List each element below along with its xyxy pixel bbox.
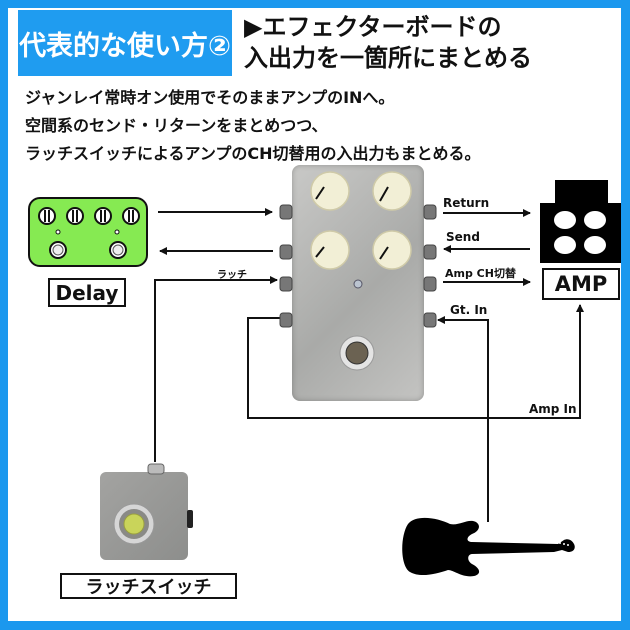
pedal-hardware-icon bbox=[279, 171, 437, 371]
electric-guitar-icon bbox=[402, 517, 575, 577]
amp-in-label: Amp In bbox=[529, 402, 577, 416]
speaker-icon bbox=[554, 211, 606, 254]
description-line: ジャンレイ常時オン使用でそのままアンプのINへ。 bbox=[25, 88, 395, 107]
subtitle-line-1: ▶エフェクターボードの bbox=[244, 13, 502, 41]
description-line: ラッチスイッチによるアンプのCH切替用の入出力もまとめる。 bbox=[25, 144, 481, 163]
return-label: Return bbox=[443, 196, 490, 210]
gt-in-label: Gt. In bbox=[450, 303, 488, 317]
amp-cabinet bbox=[540, 203, 621, 263]
description-line: 空間系のセンド・リターンをまとめつつ、 bbox=[25, 116, 328, 135]
arrow-amp-in bbox=[247, 304, 584, 419]
latch-connection-label: ラッチ bbox=[217, 270, 247, 281]
page-title: 代表的な使い方② bbox=[18, 10, 232, 76]
send-label: Send bbox=[446, 230, 480, 244]
page-subtitle: ▶エフェクターボードの 入出力を一箇所にまとめる bbox=[244, 12, 532, 74]
subtitle-line-2: 入出力を一箇所にまとめる bbox=[244, 44, 532, 72]
amp-label: AMP bbox=[542, 268, 620, 300]
latch-switch bbox=[100, 463, 193, 560]
amp-ch-label: Amp CH切替 bbox=[445, 267, 516, 280]
delay-controls-icon bbox=[38, 207, 140, 259]
arrow-gt-in bbox=[437, 316, 489, 522]
main-pedal bbox=[279, 165, 437, 401]
amp-head bbox=[555, 180, 608, 203]
delay-pedal bbox=[28, 197, 148, 267]
latch-switch-label: ラッチスイッチ bbox=[60, 573, 237, 599]
arrow-latch bbox=[154, 276, 278, 462]
latch-switch-hardware-icon bbox=[113, 463, 193, 545]
delay-label: Delay bbox=[48, 278, 126, 307]
description: ジャンレイ常時オン使用でそのままアンプのINへ。 空間系のセンド・リターンをまと… bbox=[25, 84, 481, 168]
